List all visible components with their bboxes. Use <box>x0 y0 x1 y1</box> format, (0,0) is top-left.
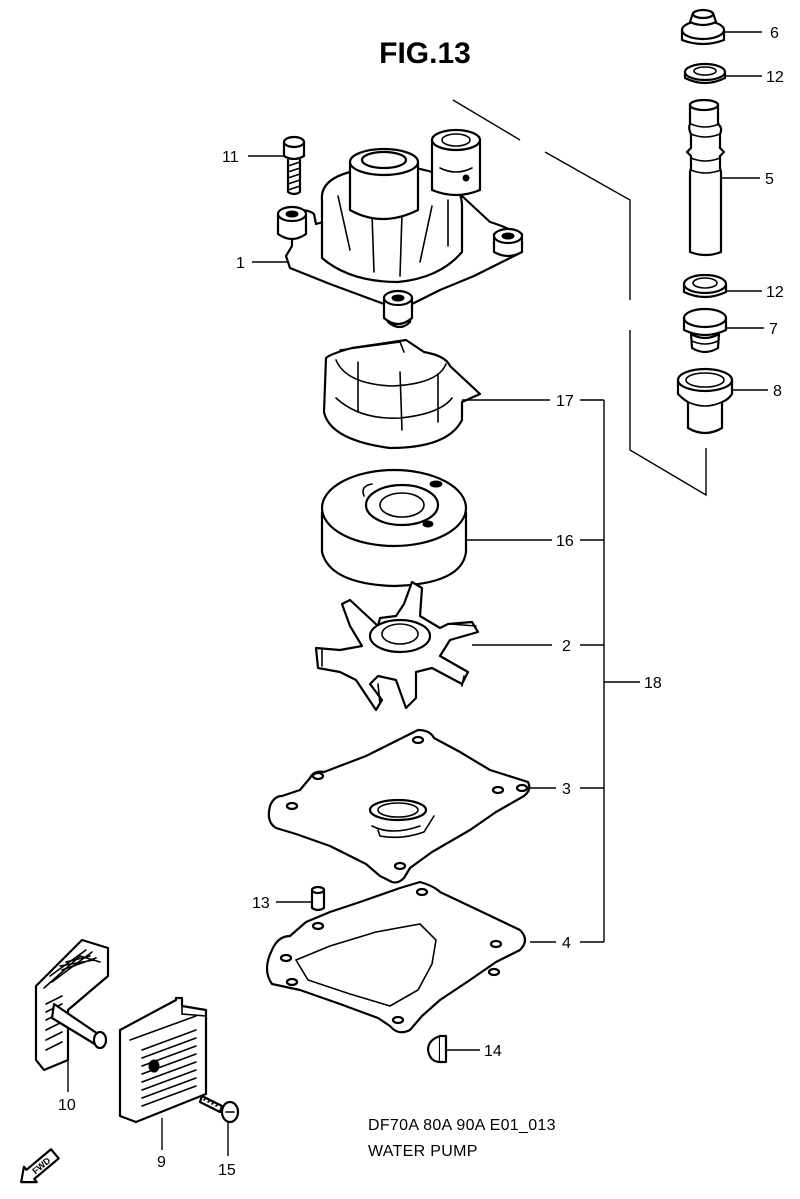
callout-7: 7 <box>769 321 778 338</box>
figure-code: DF70A 80A 90A E01_013 <box>368 1117 556 1134</box>
part-1-pump-case <box>276 128 524 329</box>
part-7-grommet <box>682 307 728 354</box>
part-14-key <box>426 1034 448 1064</box>
callout-17: 17 <box>556 393 574 410</box>
forward-direction-arrow: FWD <box>20 1148 60 1184</box>
part-11-bolt <box>282 135 306 196</box>
bracket-18 <box>580 399 640 943</box>
callout-9: 9 <box>157 1154 166 1171</box>
part-13-dowel-pin <box>310 885 326 912</box>
callout-5: 5 <box>765 171 774 188</box>
callout-15: 15 <box>218 1162 236 1179</box>
part-12-seal-upper <box>683 62 727 85</box>
part-9-strainer-cover <box>118 996 208 1124</box>
assembly-guide-line <box>452 99 707 497</box>
callout-4: 4 <box>562 935 571 952</box>
callout-3: 3 <box>562 781 571 798</box>
part-8-tube-guide <box>676 367 734 435</box>
part-16-housing <box>320 468 468 588</box>
part-2-impeller <box>314 580 480 712</box>
part-4-gasket <box>265 880 527 1034</box>
figure-title: FIG.13 <box>379 37 471 70</box>
figure-name: WATER PUMP <box>368 1143 478 1160</box>
callout-18: 18 <box>644 675 662 692</box>
callout-12-upper: 12 <box>766 69 784 86</box>
part-3-plate <box>267 728 531 884</box>
callout-14: 14 <box>484 1043 502 1060</box>
part-15-screw <box>198 1094 240 1124</box>
callout-6: 6 <box>770 25 779 42</box>
part-17-liner <box>322 338 482 450</box>
part-10-strainer <box>34 938 110 1072</box>
callout-8: 8 <box>773 383 782 400</box>
callout-12-lower: 12 <box>766 284 784 301</box>
callout-1: 1 <box>236 255 245 272</box>
part-12-seal-lower <box>682 273 728 299</box>
part-6-grommet <box>680 8 726 46</box>
callout-13: 13 <box>252 895 270 912</box>
callout-11: 11 <box>222 149 239 166</box>
callout-10: 10 <box>58 1097 76 1114</box>
part-5-water-tube <box>685 98 726 257</box>
callout-16: 16 <box>556 533 574 550</box>
callout-2: 2 <box>562 638 571 655</box>
